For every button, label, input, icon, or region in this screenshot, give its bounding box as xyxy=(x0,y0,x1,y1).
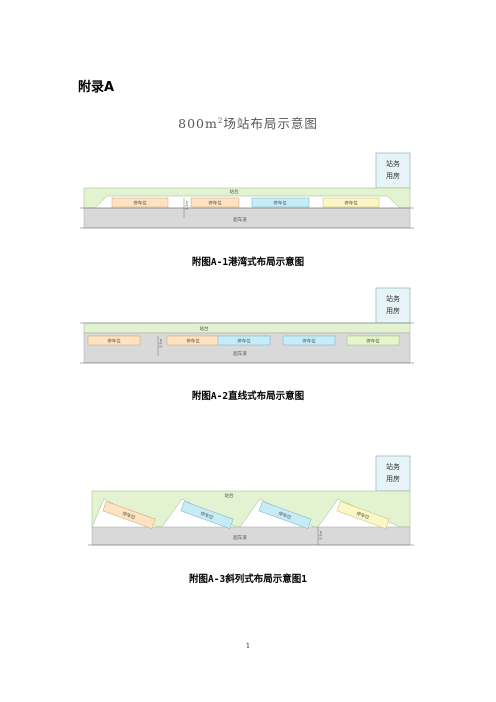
parking-bay-label: 停车位 xyxy=(133,200,147,207)
parking-bay-label: 停车位 xyxy=(366,338,380,345)
parking-bay-label: 停车位 xyxy=(237,338,251,345)
diagram-title-sup: 2 xyxy=(217,116,224,125)
parking-bay xyxy=(251,197,310,208)
station-building-label-1: 站务 xyxy=(386,462,400,471)
platform-label: 站台 xyxy=(225,492,234,499)
diagram-title-main: 800m xyxy=(178,116,218,131)
parking-bay-label: 停车位 xyxy=(302,338,316,345)
dimension-label: 3.5m xyxy=(185,200,189,210)
platform-label: 站台 xyxy=(230,188,239,195)
station-building-label-1: 站务 xyxy=(386,159,400,168)
lane xyxy=(91,526,411,546)
station-building-label-1: 站务 xyxy=(386,294,400,303)
dimension-label: 3.5m xyxy=(159,338,163,348)
station-building xyxy=(375,152,411,189)
lane-label: 超车道 xyxy=(233,216,247,223)
parking-bay-label: 停车位 xyxy=(121,510,137,521)
platform xyxy=(83,322,411,334)
lane-label: 超车道 xyxy=(233,534,247,541)
parking-bay xyxy=(87,335,141,346)
page-number: 1 xyxy=(245,642,251,650)
diagram-title-rest: 场站布局示意图 xyxy=(223,116,318,131)
platform-label: 站台 xyxy=(200,325,209,332)
parking-bay xyxy=(336,501,390,529)
parking-bay xyxy=(180,501,234,529)
figure-a1-caption: 附图A-1港湾式布局示意图 xyxy=(191,257,305,268)
parking-bay xyxy=(346,335,400,346)
station-building-label-2: 用房 xyxy=(386,474,400,483)
parking-bay-label: 停车位 xyxy=(277,510,293,521)
parking-bay-label: 停车位 xyxy=(344,200,358,207)
parking-bay-label: 停车位 xyxy=(273,200,287,207)
figure-a2-caption: 附图A-2直线式布局示意图 xyxy=(191,391,305,402)
parking-bay xyxy=(217,335,271,346)
parking-bay-label: 停车位 xyxy=(355,510,371,521)
parking-bay xyxy=(190,197,240,208)
dimension-label: 3.5m xyxy=(319,530,323,540)
parking-bay xyxy=(102,501,156,529)
parking-bay-label: 停车位 xyxy=(107,338,121,345)
parking-bay xyxy=(322,197,380,208)
diagram-title: 800m2场站布局示意图 xyxy=(0,113,496,132)
station-building-label-2: 用房 xyxy=(386,306,400,315)
station-building xyxy=(375,455,411,492)
station-building-label-2: 用房 xyxy=(386,171,400,180)
parking-bay-label: 停车位 xyxy=(208,200,222,207)
parking-bay xyxy=(282,335,336,346)
figure-a3-caption: 附图A-3斜列式布局示意图1 xyxy=(189,574,307,585)
parking-bay-label: 停车位 xyxy=(186,338,200,345)
station-building xyxy=(375,287,411,324)
lane xyxy=(83,207,411,229)
parking-bay xyxy=(111,197,169,208)
lane-label: 超车道 xyxy=(233,350,247,357)
parking-bay-label: 停车位 xyxy=(199,510,215,521)
parking-bay xyxy=(258,501,312,529)
appendix-heading: 附录A xyxy=(78,80,115,95)
